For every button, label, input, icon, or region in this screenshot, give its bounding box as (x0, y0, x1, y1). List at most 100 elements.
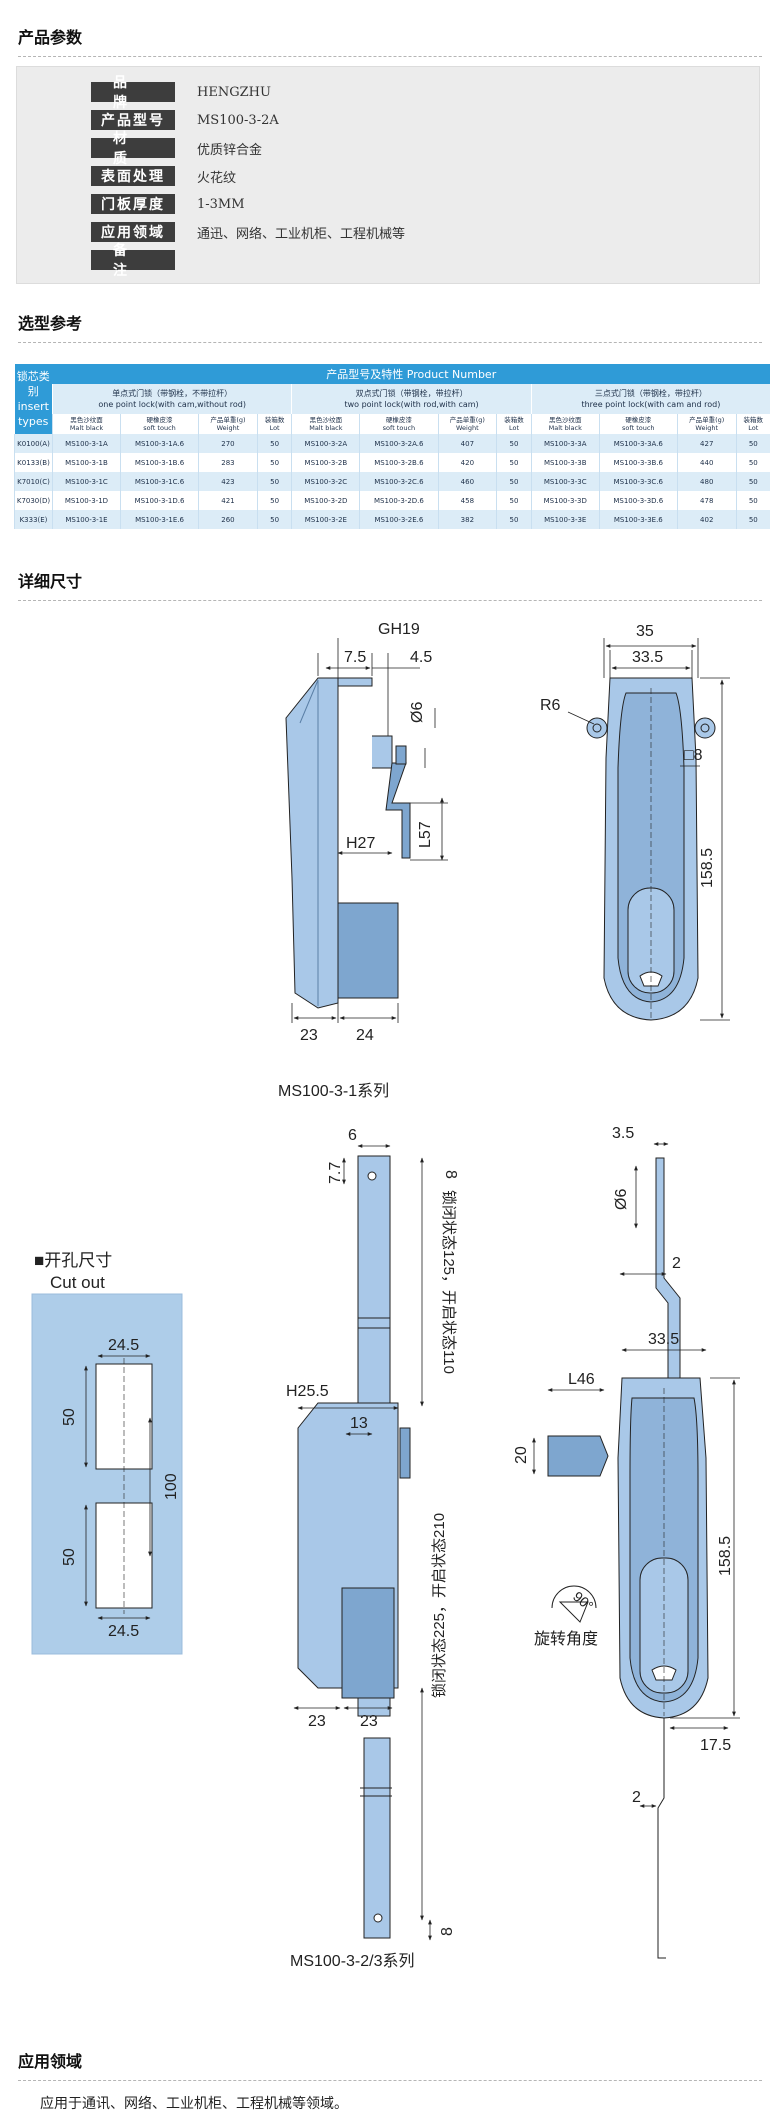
dim-sq8: □8 (684, 747, 703, 764)
insert-type-cell: K333(E) (14, 510, 53, 529)
table-cell: 50 (735, 453, 770, 472)
table-cell: MS100-3-3D (530, 491, 600, 510)
insert-type-cell: K0133(B) (14, 453, 53, 472)
dim-r6: R6 (540, 697, 561, 714)
table-cell: MS100-3-1B (52, 453, 121, 472)
dim-dia6-top: Ø6 (409, 702, 426, 723)
table-cell: MS100-3-2E.6 (359, 510, 438, 529)
table-cell: 50 (496, 491, 532, 510)
table-cell: 421 (198, 491, 258, 510)
table-cell: MS100-3-2D (291, 491, 360, 510)
dim-bottom-23a: 23 (308, 1713, 326, 1730)
param-label: 表面处理 (91, 166, 175, 186)
dimension-drawing-svg: GH19 7.5 4.5 Ø6 L57 H27 23 24 35 33.5 R6… (31, 621, 740, 1970)
dim-8-bottom: 8 (439, 1927, 456, 1936)
param-label: 产品型号 (91, 110, 175, 130)
table-cell: 458 (437, 491, 497, 510)
param-value: 1-3MM (197, 196, 245, 212)
table-cell: MS100-3-2A (291, 434, 360, 453)
dim-7-7: 7.7 (327, 1162, 344, 1184)
table-cell: 478 (676, 491, 737, 510)
table-cell: 402 (676, 510, 737, 529)
insert-type-cell: K0100(A) (14, 434, 53, 453)
table-cell: 50 (735, 491, 770, 510)
dim-w35: 35 (636, 623, 654, 640)
table-cell: 50 (735, 434, 770, 453)
dim-l46: L46 (568, 1371, 595, 1388)
param-value: 优质锌合金 (197, 142, 263, 158)
table-cell: MS100-3-1A (52, 434, 121, 453)
table-cell: 50 (256, 453, 292, 472)
param-row-thickness: 门板厚度 1-3MM (91, 193, 245, 215)
table-cell: MS100-3-1D.6 (119, 491, 199, 510)
table-cell: MS100-3-3C.6 (598, 472, 678, 491)
table-cell: 423 (198, 472, 258, 491)
insert-type-cell: K7030(D) (14, 491, 53, 510)
subcolumn-header: 产品单重(g)Weight (676, 414, 737, 434)
dim-dia6-bottom: Ø6 (613, 1189, 630, 1210)
dim-2-top: 2 (672, 1255, 681, 1272)
table-cell: 460 (437, 472, 497, 491)
cutout-title-cn: ■开孔尺寸 (34, 1251, 112, 1270)
insert-type-cell: K7010(C) (14, 472, 53, 491)
table-cell: MS100-3-3B.6 (598, 453, 678, 472)
table-cell: MS100-3-2A.6 (359, 434, 438, 453)
table-cell: 50 (735, 510, 770, 529)
dim-bottom-a: 23 (300, 1027, 318, 1044)
param-row-finish: 表面处理 火花纹 (91, 165, 236, 187)
table-cell: MS100-3-2C.6 (359, 472, 438, 491)
param-value: 火花纹 (197, 170, 237, 186)
table-cell: 480 (676, 472, 737, 491)
table-cell: 50 (496, 434, 532, 453)
side-view-series1 (285, 677, 411, 1009)
cutout-h-top: 50 (61, 1408, 78, 1426)
selection-section-title: 选型参考 (18, 310, 762, 343)
table-cell: 50 (496, 453, 532, 472)
table-cell: MS100-3-3A (530, 434, 600, 453)
table-cell: MS100-3-1D (52, 491, 121, 510)
lock-state-bottom: 锁闭状态225，开启状态210 (431, 1513, 448, 1698)
application-text: 应用于通讯、网络、工业机柜、工程机械等领域。 (40, 2096, 348, 2112)
table-cell: 407 (437, 434, 497, 453)
table-cell: 50 (256, 434, 292, 453)
table-cell: 50 (496, 472, 532, 491)
table-cell: 283 (198, 453, 258, 472)
table-cell: 50 (256, 510, 292, 529)
product-number-header: 产品型号及特性 Product Number (52, 364, 770, 384)
cutout-title-en: Cut out (50, 1273, 105, 1292)
application-section-title: 应用领域 (18, 2048, 762, 2081)
param-value: MS100-3-2A (197, 112, 279, 128)
param-label: 材质 (91, 131, 175, 167)
table-cell: MS100-3-1C.6 (119, 472, 199, 491)
param-value: HENGZHU (197, 84, 271, 100)
table-cell: MS100-3-1B.6 (119, 453, 199, 472)
dim-h27: H27 (346, 835, 375, 852)
details-section-title: 详细尺寸 (18, 568, 762, 601)
dim-top-left-a: 7.5 (344, 649, 366, 666)
table-cell: MS100-3-2E (291, 510, 360, 529)
dim-h158-5-bottom: 158.5 (717, 1536, 734, 1576)
param-row-material: 材质 优质锌合金 (91, 131, 263, 167)
dim-l57: L57 (417, 821, 434, 848)
insert-type-header: 锁芯类别 insert types (14, 364, 53, 434)
param-row-model: 产品型号 MS100-3-2A (91, 109, 279, 131)
dim-8-top: 8 (442, 1170, 459, 1179)
table-cell: 260 (198, 510, 258, 529)
param-label: 应用领域 (91, 222, 175, 242)
table-cell: 270 (198, 434, 258, 453)
subcolumn-header: 产品单重(g)Weight (437, 414, 497, 434)
table-cell: 440 (676, 453, 737, 472)
param-label: 品牌 (91, 75, 175, 111)
table-cell: MS100-3-1E.6 (119, 510, 199, 529)
table-cell: 50 (496, 510, 532, 529)
